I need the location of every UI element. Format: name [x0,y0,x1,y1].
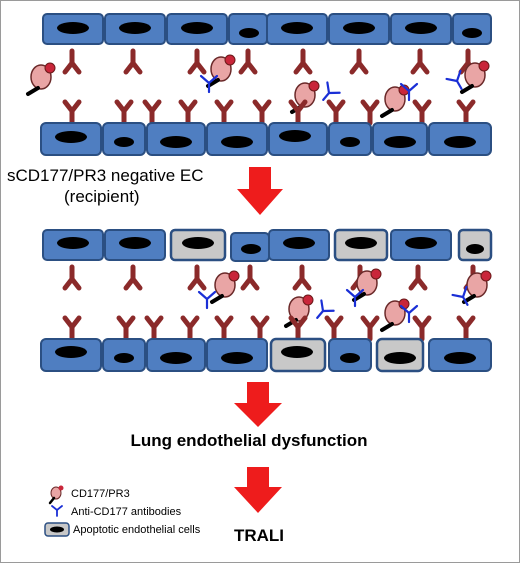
recipient-label-line1: sCD177/PR3 negative EC [7,166,204,185]
antibody-icon [51,505,63,517]
arrow-1 [237,167,283,215]
outcome-label-2: TRALI [234,526,284,545]
middle-antibodies [197,285,476,325]
middle-upper-receptors [65,267,480,288]
middle-panel [40,228,493,373]
legend-item-apoptotic: Apoptotic endothelial cells [44,522,201,537]
legend-item-antibody: Anti-CD177 antibodies [51,505,182,518]
top-upper-receptors [65,51,475,72]
legend-label-antibody: Anti-CD177 antibodies [71,506,182,518]
middle-lower-cell-row [40,337,492,373]
arrow-3 [234,467,282,513]
top-lower-receptors [65,102,473,123]
legend-label-apoptotic: Apoptotic endothelial cells [73,524,201,536]
outcome-label-1: Lung endothelial dysfunction [130,431,367,450]
middle-lower-receptors [65,318,473,339]
neutrophil-cd177-pr3-icon [48,485,64,505]
legend-item-cd177: CD177/PR3 [48,485,130,505]
legend-label-cd177: CD177/PR3 [71,488,130,500]
recipient-label-line2: (recipient) [64,187,140,206]
middle-upper-cell-row [42,228,493,262]
top-lower-cell-row [40,122,492,156]
top-panel [26,13,492,156]
legend: CD177/PR3 Anti-CD177 antibodies Apoptoti… [44,485,201,537]
apoptotic-cell-icon [44,522,70,537]
top-upper-cell-row [42,13,492,45]
arrow-2 [234,382,282,427]
